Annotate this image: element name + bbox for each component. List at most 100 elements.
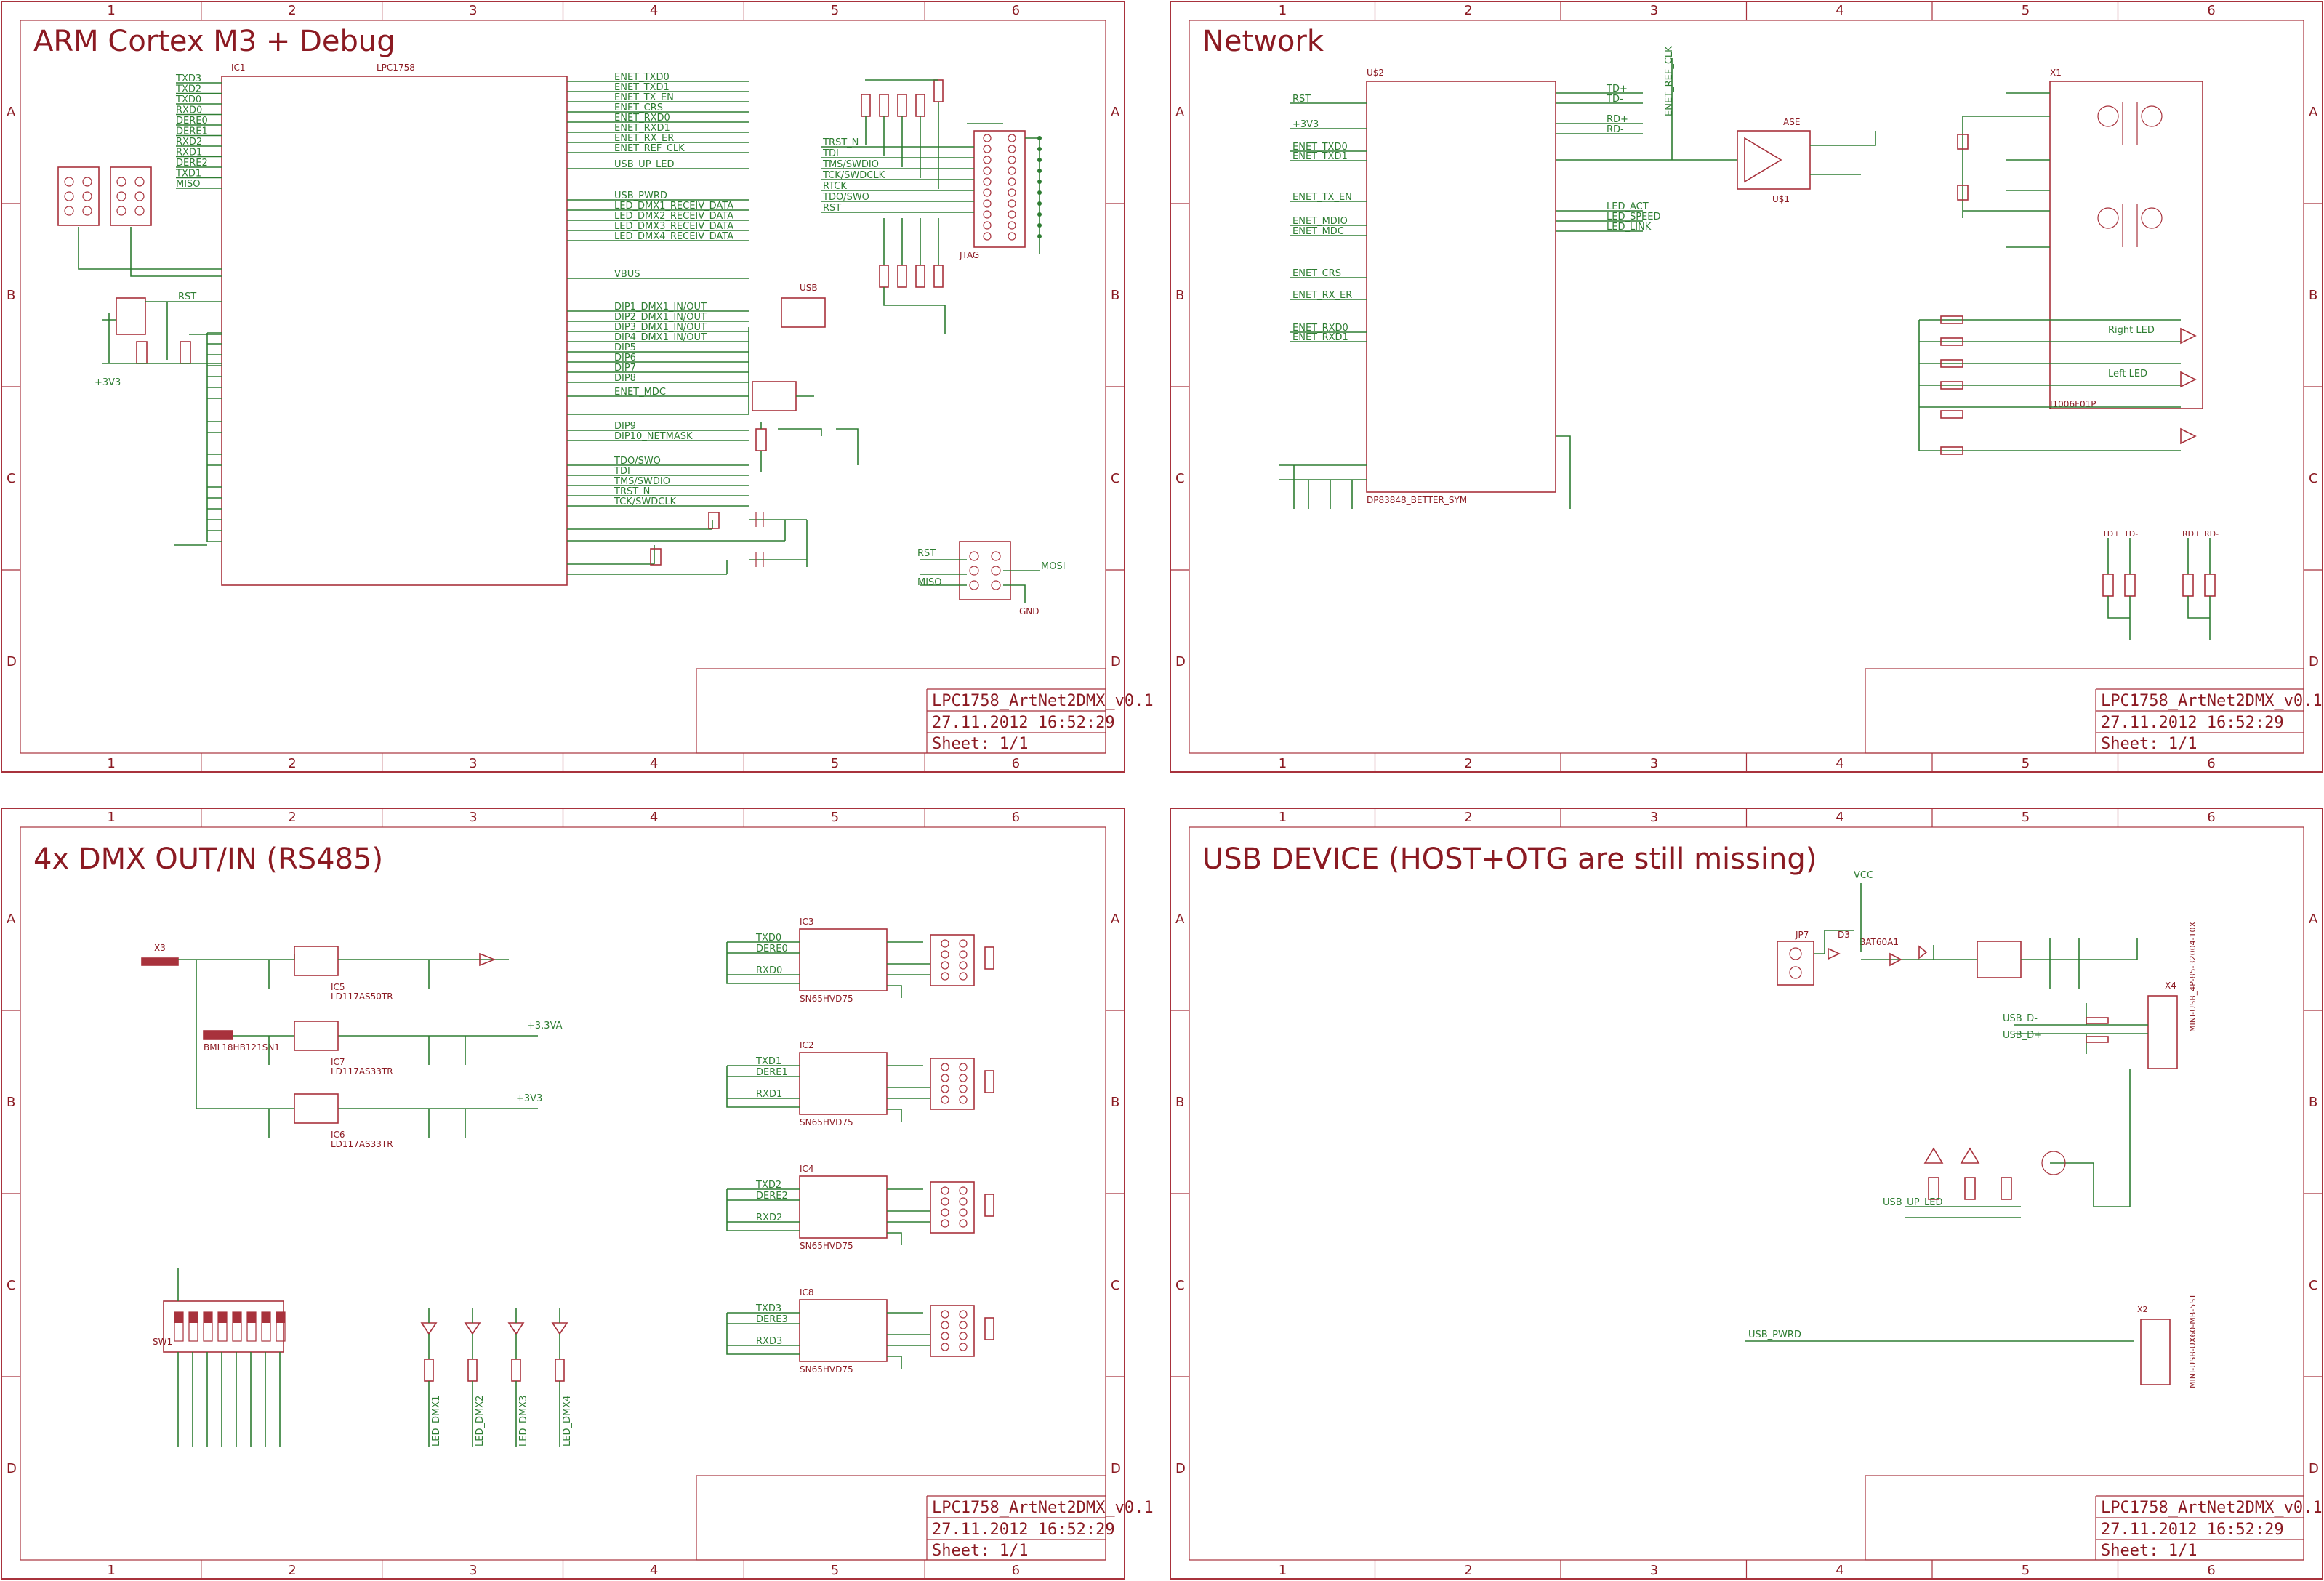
net-label: TD+ (1606, 84, 1628, 94)
grid-row-label: B (7, 288, 15, 303)
grid-col-label: 3 (469, 1563, 477, 1578)
ic-label: IC8 (800, 1287, 814, 1298)
net-label: ENET_MDIO (1292, 216, 1348, 227)
net-label: DIP5 (614, 342, 636, 353)
phy-refdes: U$2 (1367, 68, 1384, 78)
arm-sheet-content: IC1 LPC1758 TXD3TXD2TXD0RXD0DERE0DERE1RX… (57, 63, 1066, 616)
net-label: ENET_CRS (1292, 268, 1341, 279)
oscillator-ase (1744, 137, 1782, 183)
net-label: DIP2_DMX1_IN/OUT (614, 312, 707, 323)
net-label: USB_PWRD (614, 190, 667, 201)
connector-jtag (973, 130, 1026, 248)
net-label: DIP4_DMX1_IN/OUT (614, 332, 707, 343)
dmx-net: DERE2 (756, 1191, 788, 1202)
net-label: DERE1 (176, 126, 208, 137)
arm-left-nets: TXD3TXD2TXD0RXD0DERE0DERE1RXD2RXD1DERE2T… (95, 73, 222, 388)
grid-col-label: 6 (2207, 3, 2215, 18)
grid-row-label: C (1175, 1278, 1185, 1293)
grid-col-label: 5 (831, 1563, 839, 1578)
x2-label: X2 (2137, 1305, 2148, 1314)
grid-col-label: 1 (107, 810, 115, 825)
grid-col-label: 2 (288, 3, 296, 18)
grid-col-label: 6 (2207, 1563, 2215, 1578)
jp1-mosi-label: MOSI (1041, 561, 1066, 572)
ic-label: IC2 (800, 1040, 814, 1050)
magjack-refdes: X1 (2050, 68, 2062, 78)
net-label: TD- (1606, 94, 1623, 105)
title-block-tr: LPC1758_ArtNet2DMX_v0.1 27.11.2012 16:52… (1865, 668, 2323, 754)
x2-value: MINI-USB-UX60-MB-5ST (2188, 1294, 2198, 1388)
dmx-led: LED_DMX4 (551, 1308, 573, 1447)
grid-col-label: 3 (1650, 756, 1658, 771)
net-label: LED_DMX4_RECEIV_DATA (614, 231, 733, 242)
net-label: ENET_RXD0 (1292, 323, 1348, 334)
ic5-value: LD117AS50TR (331, 991, 393, 1002)
net-label: DIP1_DMX1_IN/OUT (614, 302, 707, 313)
dmx-net: RXD2 (756, 1212, 782, 1223)
net-label: ENET_TX_EN (1292, 192, 1352, 203)
grid-row-label: C (2309, 1278, 2318, 1293)
grid-col-label: 3 (1650, 810, 1658, 825)
net-label: DERE0 (176, 116, 208, 126)
connector-jp3 (110, 166, 152, 226)
grid-col-label: 6 (1012, 3, 1020, 18)
power-jack-x3 (141, 957, 179, 966)
grid-row-label: C (1175, 471, 1185, 486)
phy-dp83848 (1366, 81, 1556, 493)
grid-row-label: A (1111, 912, 1120, 927)
grid-col-label: 2 (288, 1563, 296, 1578)
grid-row-label: A (7, 912, 16, 927)
ic6-value: LD117AS33TR (331, 1139, 393, 1149)
term-label: TD+ (2102, 529, 2120, 539)
jtag-net-label: RTCK (823, 181, 847, 192)
net-label: ENET_RXD0 (614, 113, 670, 124)
bat60-label: BAT60A1 (1859, 937, 1899, 947)
grid-row-label: D (1175, 1461, 1186, 1476)
grid-row-label: A (2309, 105, 2318, 120)
net-label: DIP8 (614, 373, 636, 384)
network-sheet-content: U$2 DP83848_BETTER_SYM RSTENET_TXD0ENET_… (1279, 46, 2219, 640)
ic-value: SN65HVD75 (800, 994, 853, 1004)
grid-col-label: 1 (107, 756, 115, 771)
grid-col-label: 5 (2022, 3, 2030, 18)
l1-value: BML18HB121SN1 (204, 1042, 280, 1053)
grid-row-label: D (7, 654, 17, 669)
net-3v3a: +3.3VA (527, 1021, 563, 1031)
grid-col-label: 1 (1279, 810, 1287, 825)
sheet-title-dmx: 4x DMX OUT/IN (RS485) (33, 842, 383, 876)
net-label: +3V3 (1292, 119, 1319, 130)
ic-label: IC4 (800, 1164, 814, 1174)
grid-col-label: 5 (831, 3, 839, 18)
grid-col-label: 4 (1836, 810, 1843, 825)
title-block-br: LPC1758_ArtNet2DMX_v0.1 27.11.2012 16:52… (1865, 1475, 2323, 1561)
usb-sheet-content: JP7 D3 BAT60A1 VCC X4 USB_D- USB_D+ MINI… (1745, 870, 2198, 1388)
grid-col-label: 2 (1464, 1563, 1472, 1578)
net-label: MISO (176, 179, 201, 190)
grid-col-label: 4 (650, 3, 658, 18)
network-right-nets: TD+TD-RD+RD-ENET_REF_CLKLED_ACTLED_SPEED… (1556, 46, 1675, 233)
net-label: LED_SPEED (1607, 212, 1661, 222)
grid-row-label: D (2309, 1461, 2319, 1476)
jp1-rst-label: RST (917, 548, 936, 559)
title-block-sheet: Sheet: 1/1 (932, 735, 1028, 753)
net-label: ENET_REF_CLK (1664, 46, 1675, 116)
net-label: ENET_REF_CLK (614, 143, 685, 154)
net-label: RD+ (1607, 114, 1628, 125)
grid-col-label: 2 (1464, 810, 1472, 825)
grid-row-label: A (1111, 105, 1120, 120)
jtag-nets: TRST_NTDITMS/SWDIOTCK/SWDCLKRTCKTDO/SWOR… (821, 137, 974, 214)
ic-value: SN65HVD75 (800, 1364, 853, 1375)
title-block-date: 27.11.2012 16:52:29 (932, 1521, 1115, 1539)
net-label: LED_LINK (1607, 222, 1652, 233)
ferrite-usb (1977, 941, 2022, 978)
usb-label: USB (800, 283, 818, 293)
ferrite-l1 (203, 1030, 233, 1040)
grid-col-label: 3 (469, 3, 477, 18)
dmx-net: TXD2 (755, 1180, 781, 1191)
osc-label: ASE (1783, 117, 1800, 127)
x4-label: X4 (2165, 981, 2176, 991)
